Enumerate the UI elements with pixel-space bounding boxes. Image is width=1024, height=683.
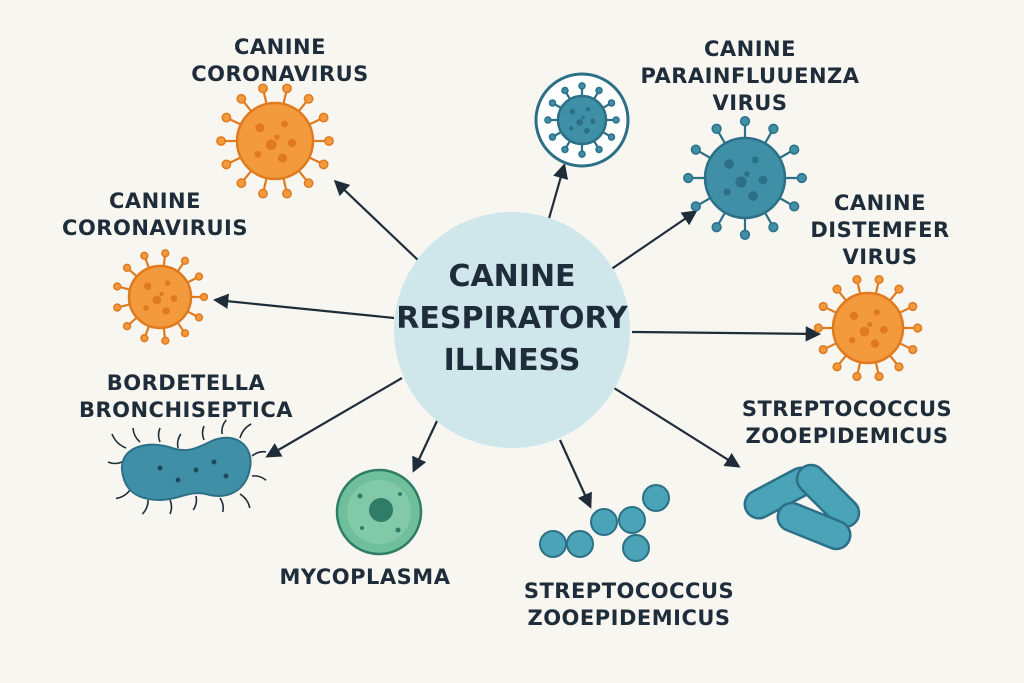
- label-line: ZOOEPIDEMICUS: [745, 424, 949, 448]
- coronavirus-mid-icon: [113, 249, 209, 345]
- label-line: STREPTOCOCCUS: [741, 397, 953, 421]
- parainfluenza-ringed-virus-icon: [534, 72, 630, 168]
- label-mycoplasma: MYCOPLASMA: [250, 564, 480, 591]
- label-line: ZOOEPIDEMICUS: [527, 606, 731, 630]
- label-line: DISTEMFER: [810, 218, 950, 242]
- coronavirus-top-icon: [216, 83, 334, 199]
- arrow-to-strep-right: [613, 387, 741, 468]
- label-line: CANINE: [234, 35, 326, 59]
- label-parainfluenza: CANINE PARAINFLUUENZA VIRUS: [640, 36, 860, 117]
- label-line: BRONCHISEPTICA: [78, 398, 294, 422]
- label-coronavirus-top: CANINE CORONAVIRUS: [180, 34, 380, 88]
- label-line: CORONAVIRUS: [191, 62, 369, 86]
- label-line: CORONAVIRUIS: [62, 216, 248, 240]
- arrow-to-distemper: [631, 326, 822, 342]
- label-line: PARAINFLUUENZA: [640, 64, 860, 88]
- label-line: STREPTOCOCCUS: [523, 579, 735, 603]
- label-line: VIRUS: [712, 91, 788, 115]
- center-circle: [394, 212, 630, 448]
- arrow-to-parainfluenza-main: [609, 210, 698, 271]
- label-line: CANINE: [834, 191, 926, 215]
- arrows: [212, 163, 822, 509]
- label-line: VIRUS: [842, 245, 918, 269]
- streptococcus-chain-icon: [539, 484, 670, 562]
- center-label: CANINE RESPIRATORY ILLNESS: [392, 256, 632, 382]
- label-line: BORDETELLA: [106, 371, 266, 395]
- arrow-to-parainfluenza-small: [546, 163, 569, 223]
- parainfluenza-virus-icon: [683, 116, 807, 240]
- arrow-to-coronavirus-top: [333, 179, 421, 263]
- label-strep-right: STREPTOCOCCUS ZOOEPIDEMICUS: [722, 396, 972, 450]
- mycoplasma-icon: [335, 468, 423, 556]
- label-bordetella: BORDETELLA BRONCHISEPTICA: [64, 370, 308, 424]
- distemper-virus-icon: [813, 274, 923, 382]
- label-coronavirus-mid: CANINE CORONAVIRUIS: [40, 188, 270, 242]
- streptococcus-rods-icon: [743, 463, 861, 551]
- label-strep-bottom: STREPTOCOCCUS ZOOEPIDEMICUS: [504, 578, 754, 632]
- label-distemper: CANINE DISTEMFER VIRUS: [800, 190, 960, 271]
- center-label-line: CANINE: [448, 259, 576, 294]
- label-line: MYCOPLASMA: [279, 565, 451, 589]
- label-line: CANINE: [109, 189, 201, 213]
- bordetella-bacterium-icon: [107, 419, 267, 515]
- center-label-line: RESPIRATORY: [396, 301, 628, 336]
- center-label-line: ILLNESS: [443, 343, 581, 378]
- label-line: CANINE: [704, 37, 796, 61]
- arrow-to-bordetella: [265, 377, 403, 458]
- arrow-to-strep-bottom: [558, 439, 592, 509]
- arrow-to-coronavirus-mid: [212, 293, 395, 320]
